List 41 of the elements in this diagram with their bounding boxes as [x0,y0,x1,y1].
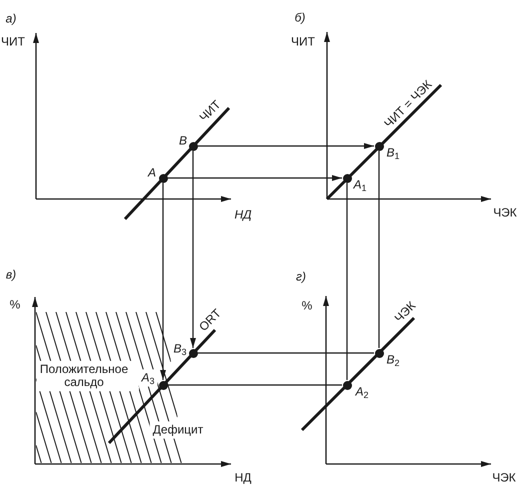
line-label: ЧИТ = ЧЭК [382,78,434,130]
point-label: A$_{1}$ [353,178,367,192]
point-marker [374,348,384,358]
region-label: Дефицит [152,423,204,437]
axis-label: НД [234,471,252,485]
point-marker [188,142,198,150]
point-label: A$_{2}$ [355,385,369,399]
point-label: B [179,134,187,148]
point-marker [342,174,352,182]
axis-label: ЧЭК [492,471,516,485]
axis-label: % [302,299,312,313]
point-marker [374,142,384,150]
panel-label: г) [296,270,306,284]
axis-label: ЧИТ [1,35,25,49]
point-marker [158,174,168,182]
axis-label: ЧЭК [493,206,517,220]
point-marker [342,380,352,390]
point-label: A [148,166,156,180]
panel-label: а) [6,12,16,26]
point-label: B$_{3}$ [173,342,187,356]
arrow [160,183,166,380]
region-label: Положительное сальдо [38,362,130,390]
point-marker [158,380,168,390]
arrow [190,151,196,348]
panel-label: в) [6,268,16,282]
line-label: ЧИТ [197,98,223,124]
line-label: ЧЭК [392,299,418,325]
point-marker [188,348,198,358]
connector-line [198,352,374,354]
connector-line [346,183,348,380]
connector-line [168,384,342,386]
point-label: B$_{2}$ [386,353,400,367]
axis-label: % [10,298,20,312]
arrow [198,143,374,149]
axis-label: НД [234,208,252,222]
axis-label: ЧИТ [291,35,315,49]
arrow [168,175,342,181]
connector-line [378,151,380,348]
point-label: B$_{1}$ [386,146,400,160]
panel-label: б) [294,11,306,25]
point-label: A$_{3}$ [141,371,155,385]
